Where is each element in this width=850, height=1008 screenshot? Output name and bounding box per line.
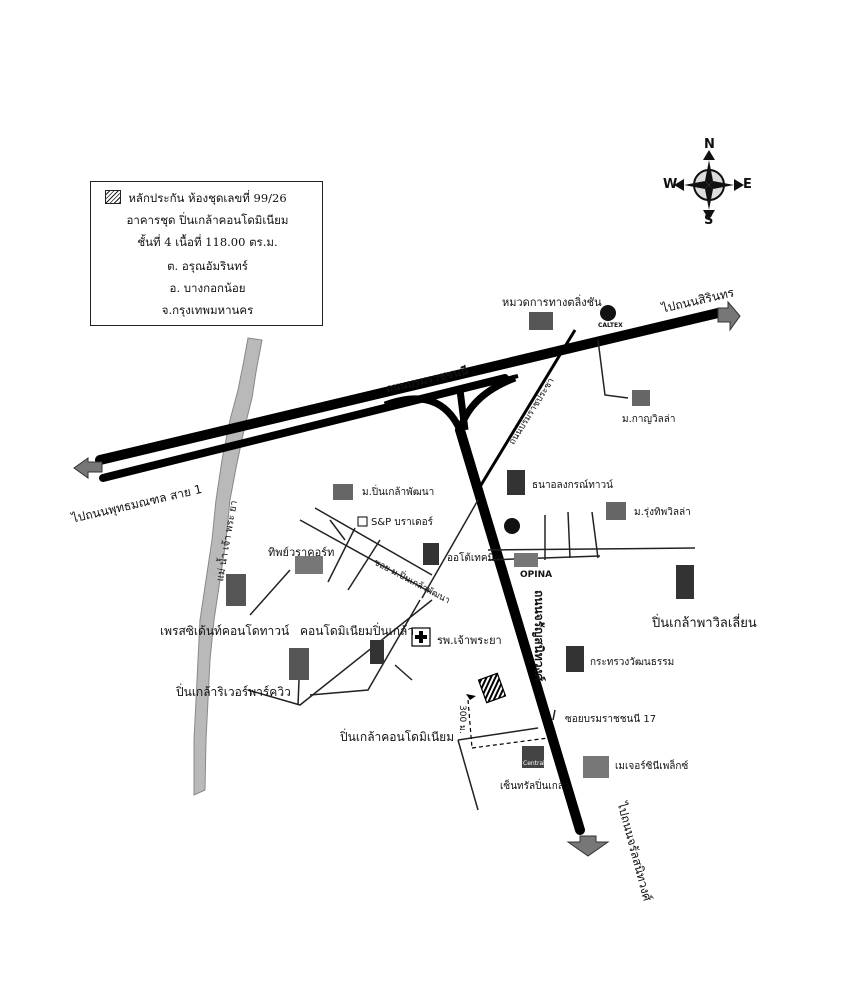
legend-line-1: หลักประกัน ห้องชุดเลขที่ 99/26 <box>128 191 287 205</box>
arrow-west <box>73 457 103 479</box>
legend-line-6: จ.กรุงเทพมหานคร <box>161 303 254 317</box>
place-pinklao-river-park: ปิ่นเกล้าริเวอร์พาร์ควิว <box>176 685 291 699</box>
place-thiphawarakot: ทิพย์วราคอร์ท <box>268 546 335 559</box>
arrow-marker-1 <box>466 694 476 700</box>
hatch-legend-icon <box>105 190 121 204</box>
place-culture-ministry: กระทรวงวัฒนธรรม <box>590 657 675 668</box>
opina-logo <box>504 518 520 534</box>
place-kanya-villa: ม.กาญวิลล่า <box>622 414 676 425</box>
place-major-cineplex: เมเจอร์ซินีเพล็กซ์ <box>615 761 689 772</box>
compass-rose-icon <box>674 150 744 220</box>
caltex-logo <box>600 305 616 321</box>
road-label-soi-17: ซอยบรมราชชนนี 17 <box>565 714 657 725</box>
place-pinklao-pavilion: ปิ่นเกล้าพาวิลเลี่ยน <box>652 616 757 631</box>
legend-line-5: อ. บางกอกน้อย <box>169 281 246 295</box>
place-pinklao-condo-building: คอนโดมิเนียมปิ่นเกล้า <box>300 624 415 638</box>
legend-line-4: ต. อรุณอัมรินทร์ <box>167 259 248 273</box>
compass-e: E <box>743 177 752 192</box>
borommarat-pracha-road <box>476 329 577 491</box>
distance-label: 300 ม. <box>457 705 467 734</box>
side-roads <box>247 339 696 811</box>
place-caltex: CALTEX <box>598 322 623 329</box>
borommaratchachonnani-road <box>95 308 723 465</box>
place-president-condo: เพรสซิเด้นท์คอนโดทาวน์ <box>160 624 290 638</box>
place-central-logo-text: Central <box>523 760 545 767</box>
place-sp: S&P บราเดอร์ <box>371 517 433 528</box>
compass-w: W <box>663 177 678 192</box>
place-rungthip-villa: ม.รุ่งทิพวิลล่า <box>634 507 691 518</box>
place-pinklao-condominium: ปิ่นเกล้าคอนโดมิเนียม <box>340 730 455 744</box>
place-central-pinklao: เซ็นทรัลปิ่นเกล้า <box>500 781 570 792</box>
legend-line-3: ชั้นที่ 4 เนื้อที่ 118.00 ตร.ม. <box>137 235 278 249</box>
charan-road <box>455 425 585 835</box>
place-thanalongkorn: ธนาอลงกรณ์ทาวน์ <box>532 480 613 491</box>
arrow-south <box>566 835 610 857</box>
road-label-charan: ถนนจรัญสนิทวงศ์ <box>532 590 546 682</box>
sp-icon <box>357 516 368 527</box>
place-highway-dept: หมวดการทางตลิ่งชัน <box>502 296 602 309</box>
place-opina: OPINA <box>520 570 553 580</box>
collateral-property <box>477 672 507 704</box>
compass-s: S <box>704 213 714 228</box>
legend-line-2: อาคารชุด ปิ่นเกล้าคอนโดมิเนียม <box>126 213 289 227</box>
compass-n: N <box>704 137 715 152</box>
building-icons <box>226 312 694 778</box>
distance-marker <box>467 699 549 749</box>
place-auto-technic: ออโต้เทคนิค <box>447 553 502 564</box>
place-chaophraya-hospital: รพ.เจ้าพระยา <box>437 634 502 647</box>
arrow-east <box>717 300 741 332</box>
place-pinklao-phatthana: ม.ปิ่นเกล้าพัฒนา <box>362 487 435 498</box>
legend-box: หลักประกัน ห้องชุดเลขที่ 99/26 อาคารชุด … <box>90 181 323 326</box>
